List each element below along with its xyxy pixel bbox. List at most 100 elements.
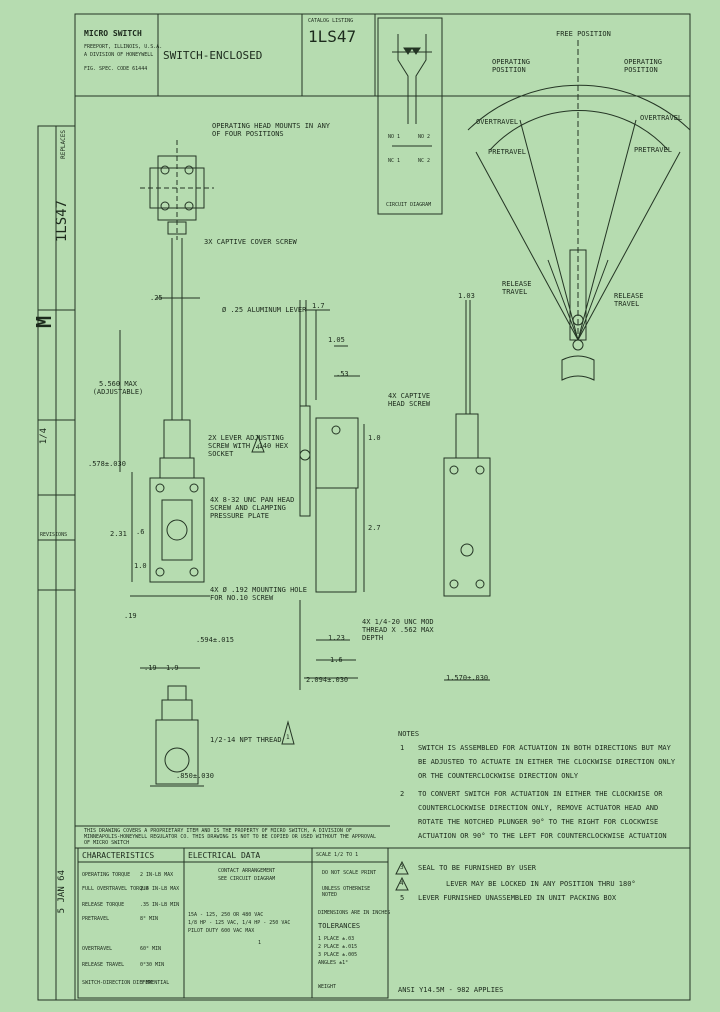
company-division: A DIVISION OF HONEYWELL	[84, 52, 154, 58]
dim-019a: .19	[124, 612, 137, 620]
note2-line1: TO CONVERT SWITCH FOR ACTUATION IN EITHE…	[418, 790, 663, 798]
circuit-nc2: NC 2	[418, 158, 431, 164]
strip-listing: 1LS47	[54, 200, 70, 243]
dim-17: 1.7	[312, 302, 325, 310]
company-location: FREEPORT, ILLINOIS, U.S.A.	[84, 44, 163, 50]
see-circuit: SEE CIRCUIT DIAGRAM	[218, 876, 276, 882]
replaces-label: REPLACES	[60, 130, 67, 159]
circuit-nc1: NC 1	[388, 158, 401, 164]
contact-arrangement: CONTACT ARRANGEMENT	[218, 868, 276, 874]
note3: SEAL TO BE FURNISHED BY USER	[418, 864, 537, 872]
dims-inches: DIMENSIONS ARE IN INCHES	[318, 910, 391, 916]
dim-231: 2.31	[110, 530, 127, 538]
conduit-flag: 1	[286, 734, 290, 741]
dim-594: .594±.015	[196, 636, 234, 644]
char-value: 0°30 MIN	[140, 962, 165, 968]
char-value: 2.4 IN-LB MAX	[140, 886, 180, 892]
catalog-listing: 1LS47	[308, 27, 357, 46]
release-travel-right: RELEASE TRAVEL	[614, 292, 644, 308]
dim-019b: .19	[144, 664, 157, 672]
note4-num: 4	[400, 880, 404, 887]
no-scale-label: DO NOT SCALE PRINT	[322, 870, 377, 876]
ansi-footer: ANSI Y14.5M - 982 APPLIES	[398, 986, 504, 994]
char-label: FULL OVERTRAVEL TORQUE	[82, 886, 149, 892]
drawing-category: M	[32, 316, 56, 329]
company-name: MICRO SWITCH	[84, 29, 142, 38]
char-value: 3 MM	[140, 980, 153, 986]
free-position-label: FREE POSITION	[556, 30, 611, 38]
dim-06: .6	[136, 528, 145, 536]
notes-heading: NOTES	[398, 730, 420, 738]
operating-position-right: OPERATING POSITION	[624, 58, 662, 74]
electrical-heading: ELECTRICAL DATA	[188, 851, 261, 860]
note2-line3: ROTATE THE NOTCHED PLUNGER 90° TO THE RI…	[418, 818, 659, 826]
dim-19: 1.9	[166, 664, 179, 672]
callout-captive-cover: 3X CAPTIVE COVER SCREW	[204, 238, 297, 246]
dim-053: .53	[336, 370, 349, 378]
callout-mount-hole: 4X Ø .192 MOUNTING HOLE FOR NO.10 SCREW	[210, 586, 307, 602]
tol-2: 2 PLACE ±.015	[318, 944, 358, 950]
char-label: PRETRAVEL	[82, 916, 110, 922]
note3-num: 3	[400, 864, 404, 871]
rating-3: PILOT DUTY 600 VAC MAX	[188, 928, 255, 934]
rating-1: 15A - 125, 250 OR 480 VAC	[188, 912, 264, 918]
dim-103: 1.03	[458, 292, 475, 300]
overtravel-right: OVERTRAVEL	[640, 114, 683, 122]
callout-thread: 4X 1/4-20 UNC MOD THREAD X .562 MAX DEPT…	[362, 618, 434, 642]
tol-4: ANGLES ±1°	[318, 960, 349, 966]
proprietary-notice: THIS DRAWING COVERS A PROPRIETARY ITEM A…	[84, 828, 376, 846]
scale-label: SCALE 1/2 TO 1	[316, 852, 359, 858]
dim-850: .850±.030	[176, 772, 214, 780]
spec-code: FIG. SPEC. CODE 61444	[84, 66, 148, 72]
char-value: 60° MIN	[140, 946, 162, 952]
note1-line3: OR THE COUNTERCLOCKWISE DIRECTION ONLY	[418, 772, 579, 780]
callout-head-mounts: OPERATING HEAD MOUNTS IN ANY OF FOUR POS…	[212, 122, 331, 138]
tolerances-heading: TOLERANCES	[318, 922, 361, 930]
char-label: RELEASE TRAVEL	[82, 962, 125, 968]
callout-lever: Ø .25 ALUMINUM LEVER	[222, 306, 307, 314]
dim-025: .25	[150, 294, 163, 302]
dim-10b: 1.0	[368, 434, 381, 442]
dim-16: 1.6	[330, 656, 343, 664]
revisions-label: REVISIONS	[40, 532, 68, 538]
note1-num: 1	[400, 744, 405, 752]
rating-2: 1/8 HP - 125 VAC, 1/4 HP - 250 VAC	[188, 920, 291, 926]
dim-1570: 1.570±.030	[446, 674, 489, 682]
char-label: SWITCH-DIRECTION DIFFERENTIAL	[82, 980, 170, 986]
dim-123: 1.23	[328, 634, 345, 642]
char-value: 2 IN-LB MAX	[140, 872, 174, 878]
note2-line4: ACTUATION OR 90° TO THE LEFT FOR COUNTER…	[418, 832, 667, 840]
flag-4: 4	[256, 444, 260, 451]
char-label: RELEASE TORQUE	[82, 902, 125, 908]
note1-line2: BE ADJUSTED TO ACTUATE IN EITHER THE CLO…	[418, 758, 676, 766]
callout-captive-head: 4X CAPTIVE HEAD SCREW	[388, 392, 431, 408]
char-value: .35 IN-LB MIN	[140, 902, 180, 908]
char-label: OPERATING TORQUE	[82, 872, 131, 878]
pretravel-left: PRETRAVEL	[488, 148, 526, 156]
dim-10: 1.0	[134, 562, 147, 570]
tol-3: 3 PLACE ±.005	[318, 952, 358, 958]
char-label: OVERTRAVEL	[82, 946, 113, 952]
tol-1: 1 PLACE ±.03	[318, 936, 355, 942]
rating-4: 1	[258, 940, 262, 946]
dim-578: .578±.030	[88, 460, 126, 468]
callout-conduit: 1/2-14 NPT THREAD	[210, 736, 282, 744]
dim-2094: 2.094±.030	[306, 676, 349, 684]
operating-position-left: OPERATING POSITION	[492, 58, 530, 74]
circuit-no2: NO 2	[418, 134, 431, 140]
listing-label: CATALOG LISTING	[308, 18, 354, 24]
callout-adjust-screw: 2X LEVER ADJUSTING SCREW WITH .140 HEX S…	[208, 434, 289, 458]
note1-line1: SWITCH IS ASSEMBLED FOR ACTUATION IN BOT…	[418, 744, 671, 752]
note2-num: 2	[400, 790, 405, 798]
note4: LEVER MAY BE LOCKED IN ANY POSITION THRU…	[446, 880, 636, 888]
note5: LEVER FURNISHED UNASSEMBLED IN UNIT PACK…	[418, 894, 617, 902]
overtravel-left: OVERTRAVEL	[476, 118, 519, 126]
dim-105: 1.05	[328, 336, 345, 344]
unless-noted: UNLESS OTHERWISE NOTED	[322, 886, 371, 898]
weight-label: WEIGHT	[318, 984, 337, 990]
drawing-title: SWITCH-ENCLOSED	[163, 49, 263, 62]
circuit-caption: CIRCUIT DIAGRAM	[386, 202, 432, 208]
dim-27: 2.7	[368, 524, 381, 532]
circuit-no1: NO 1	[388, 134, 401, 140]
